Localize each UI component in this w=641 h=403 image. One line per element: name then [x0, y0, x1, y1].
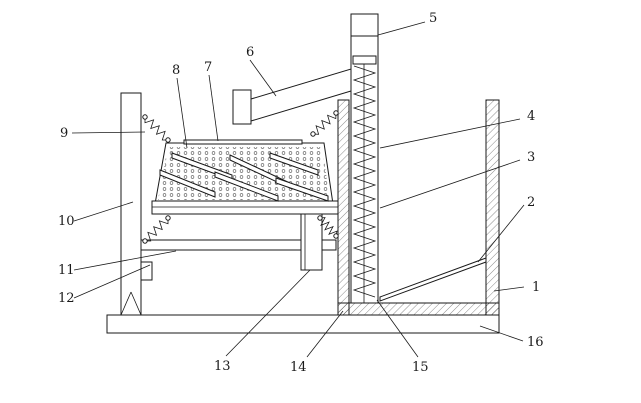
callout-12: 12 [58, 264, 151, 306]
callout-8: 8 [172, 63, 188, 149]
part-label: 16 [527, 335, 544, 350]
callout-13: 13 [214, 269, 311, 374]
part-label: 5 [429, 11, 437, 26]
leader-line [176, 77, 188, 149]
callout-6: 6 [246, 45, 277, 97]
callout-4: 4 [379, 109, 535, 149]
sieve-box [151, 139, 339, 215]
part-label: 7 [204, 60, 212, 75]
leader-line [377, 21, 426, 36]
part-label: 11 [58, 263, 75, 278]
part-label: 9 [60, 126, 68, 141]
leader-line [249, 59, 277, 97]
leader-line [73, 250, 177, 271]
horizontal-rail [140, 239, 337, 251]
part-label: 13 [214, 359, 231, 374]
callout-14: 14 [290, 310, 344, 375]
leader-line [379, 118, 521, 149]
callout-5: 5 [377, 11, 437, 36]
callout-3: 3 [379, 150, 535, 209]
part-label: 6 [246, 45, 254, 60]
callout-15: 15 [376, 299, 429, 375]
leader-line [73, 264, 151, 299]
screw-flight [352, 65, 377, 298]
spring [310, 110, 339, 137]
spring [142, 114, 171, 143]
part-label: 14 [290, 360, 307, 375]
callout-9: 9 [60, 126, 146, 141]
discharge-spout [232, 68, 352, 125]
leader-line [493, 286, 525, 292]
part-label: 12 [58, 291, 75, 306]
spring [317, 215, 339, 239]
part-label: 1 [532, 280, 540, 295]
callout-16: 16 [479, 325, 544, 350]
baffle-plate [275, 177, 329, 202]
leader-line [208, 74, 219, 142]
baffle-plate [269, 152, 319, 176]
inclined-guide-plate [379, 257, 487, 302]
part-label: 4 [527, 109, 535, 124]
screw-housing [350, 13, 379, 304]
part-label: 15 [412, 360, 429, 375]
base-plate [106, 314, 500, 334]
leader-line [71, 131, 146, 134]
callout-1: 1 [493, 280, 540, 295]
part-label: 10 [58, 214, 75, 229]
screw-conveyor [352, 65, 377, 298]
leader-line [479, 325, 524, 342]
callout-11: 11 [58, 250, 177, 278]
leader-line [379, 159, 521, 209]
leader-line [376, 299, 419, 358]
part-label: 2 [527, 195, 535, 210]
collection-tank [337, 99, 500, 316]
callout-7: 7 [204, 60, 219, 142]
callout-10: 10 [58, 201, 134, 229]
bracket [140, 261, 153, 281]
baffle-plate [214, 171, 279, 202]
part-label: 3 [527, 150, 535, 165]
left-post [120, 92, 142, 316]
sieve-baffles [159, 152, 329, 202]
leader-line [73, 201, 134, 222]
leader-line [477, 204, 525, 263]
callout-2: 2 [477, 195, 535, 263]
baffle-plate [159, 169, 216, 198]
part-label: 8 [172, 63, 180, 78]
leader-line [225, 269, 311, 357]
springs [142, 110, 339, 244]
leader-line [306, 310, 344, 358]
spring [142, 215, 171, 244]
